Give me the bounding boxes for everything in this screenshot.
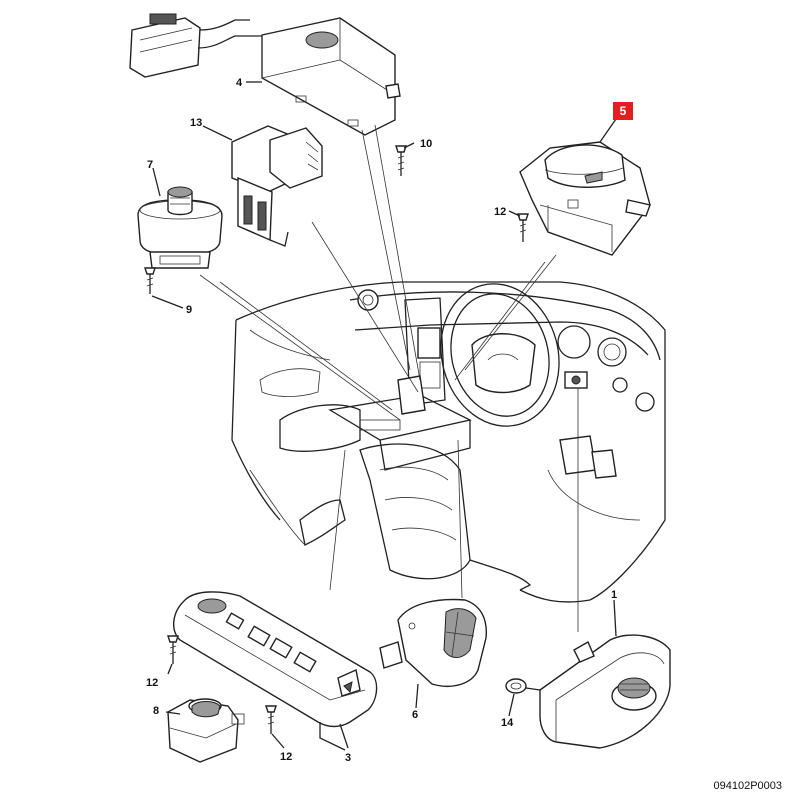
callout-9: 9 — [186, 304, 192, 316]
part-5-switch-module — [519, 141, 651, 256]
callout-6: 6 — [412, 709, 418, 721]
callout-12-left: 12 — [146, 677, 158, 689]
callout-numbers: 4 10 13 7 9 12 12 8 12 3 6 14 1 — [146, 77, 617, 764]
callout-5-highlight: 5 — [613, 102, 633, 120]
part-3-console-switch-panel — [173, 591, 378, 751]
callout-8: 8 — [153, 705, 159, 717]
part-7-rotary-switch — [137, 186, 223, 269]
part-8-switch — [167, 698, 245, 763]
callout-1: 1 — [611, 589, 617, 601]
callout-13: 13 — [190, 117, 202, 129]
part-1-mirror-switch — [539, 634, 671, 749]
callout-12-bottom: 12 — [280, 751, 292, 763]
callout-3: 3 — [345, 752, 351, 764]
part-13-switch-block — [231, 125, 323, 247]
callout-12-part5: 12 — [494, 206, 506, 218]
callout-leaders — [151, 81, 617, 749]
car-interior — [231, 281, 666, 603]
callout-10: 10 — [420, 138, 432, 150]
reference-code: 094102P0003 — [713, 780, 782, 792]
part-4-control-module — [129, 13, 401, 136]
part-6-rocker-switch — [379, 598, 487, 688]
leader-lines — [199, 124, 579, 632]
callout-14: 14 — [501, 717, 514, 729]
fixings — [144, 145, 541, 734]
callout-7: 7 — [147, 159, 153, 171]
callout-4: 4 — [236, 77, 243, 89]
